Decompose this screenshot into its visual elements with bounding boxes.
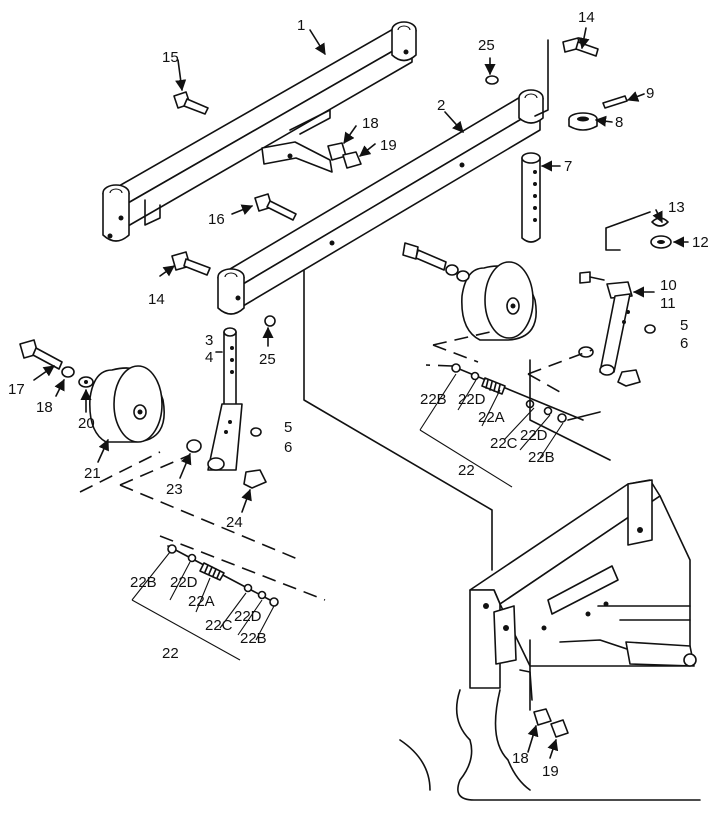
dash-leader-12 <box>605 211 651 251</box>
left-kit-22b-2: 22B <box>240 630 267 647</box>
callout-18-top: 18 <box>362 115 379 132</box>
collar-8 <box>568 112 598 131</box>
right-kit-22a: 22A <box>478 409 505 426</box>
nut-right-arm <box>617 369 641 387</box>
left-kit-22d-2: 22D <box>234 608 262 625</box>
washer-12 <box>650 235 672 249</box>
bolt-15 <box>173 91 209 115</box>
callout-15: 15 <box>162 49 179 66</box>
mounting-bracket <box>261 141 333 173</box>
caster-arm-left <box>207 403 243 471</box>
callout-6-right: 6 <box>680 335 688 352</box>
bolt-right-wheel <box>402 242 470 282</box>
left-kit-22b-1: 22B <box>130 574 157 591</box>
bolt-17 <box>19 339 63 370</box>
callout-9: 9 <box>646 85 654 102</box>
dash-right-a <box>432 331 491 363</box>
callout-21: 21 <box>84 465 101 482</box>
right-kit-22d-2: 22D <box>520 427 548 444</box>
callout-5-left: 5 <box>284 419 292 436</box>
nut-24 <box>243 469 267 489</box>
center-leader-2 <box>529 359 611 461</box>
callout-1: 1 <box>297 17 305 34</box>
callout-11: 11 <box>660 295 676 312</box>
ring-25-top <box>485 75 499 85</box>
axle-kit-right <box>425 363 601 423</box>
beam-2 <box>217 89 544 315</box>
bolt-10 <box>579 271 605 284</box>
callout-16: 16 <box>208 211 225 228</box>
callout-18-left: 18 <box>36 399 53 416</box>
left-kit-22c: 22C <box>205 617 233 634</box>
center-leader-1 <box>303 269 493 571</box>
bolt-16 <box>254 193 297 221</box>
callout-20: 20 <box>78 415 95 432</box>
ring-5-right <box>644 324 656 334</box>
right-kit-22b-2: 22B <box>528 449 555 466</box>
dash-leader-top <box>534 39 549 117</box>
callout-13: 13 <box>668 199 685 216</box>
beam-1 <box>102 21 417 242</box>
caster-arm-right <box>599 281 633 376</box>
callout-arrows <box>33 27 689 759</box>
nut-18-left <box>61 366 75 378</box>
axle-kit-left <box>167 544 279 607</box>
callout-2: 2 <box>437 97 445 114</box>
dash-left-b <box>119 484 326 601</box>
callout-6-left: 6 <box>284 439 292 456</box>
nut-18-bottom <box>533 708 552 726</box>
callout-25-left: 25 <box>259 351 276 368</box>
callout-19-bottom: 19 <box>542 763 559 780</box>
callout-22-right: 22 <box>458 462 475 479</box>
callout-18-bottom: 18 <box>512 750 529 767</box>
callout-24: 24 <box>226 514 243 531</box>
left-kit-22d-1: 22D <box>170 574 198 591</box>
leader-lines-left-kit <box>131 551 275 661</box>
ring-5-left <box>250 427 262 437</box>
callout-19-top: 19 <box>380 137 397 154</box>
callout-4: 4 <box>205 349 213 366</box>
callout-12: 12 <box>692 234 709 251</box>
callout-5-right: 5 <box>680 317 688 334</box>
nut-19-bottom <box>550 719 569 738</box>
callout-22-left: 22 <box>162 645 179 662</box>
bolt-14-top <box>562 37 599 57</box>
washer-23 <box>186 439 202 453</box>
nut-19-top <box>342 151 362 169</box>
left-kit-22a: 22A <box>188 593 215 610</box>
callout-23: 23 <box>166 481 183 498</box>
roll-pin-9 <box>602 95 628 109</box>
callout-25-top: 25 <box>478 37 495 54</box>
bolt-14-left <box>171 251 211 276</box>
callout-8: 8 <box>615 114 623 131</box>
callout-10: 10 <box>660 277 677 294</box>
wheel-left <box>89 365 165 443</box>
callout-3: 3 <box>205 332 213 349</box>
right-kit-22c: 22C <box>490 435 518 452</box>
right-kit-22b-1: 22B <box>420 391 447 408</box>
mount-frame <box>399 479 701 801</box>
right-kit-22d-1: 22D <box>458 391 486 408</box>
wheel-right <box>461 261 537 341</box>
callout-labels: 1 2 3 4 5 6 5 6 7 8 9 10 11 12 13 14 14 … <box>8 9 709 780</box>
leader-lines-right-kit <box>419 373 564 488</box>
callout-17: 17 <box>8 381 25 398</box>
washer-right-arm <box>578 346 594 358</box>
dash-left-a <box>79 451 191 493</box>
dash-right-b <box>527 349 593 393</box>
washer-20 <box>78 376 94 388</box>
callout-7: 7 <box>564 158 572 175</box>
callout-14-left: 14 <box>148 291 165 308</box>
spindle-7 <box>521 152 541 243</box>
callout-14-top: 14 <box>578 9 595 26</box>
ring-25-left <box>264 315 276 327</box>
